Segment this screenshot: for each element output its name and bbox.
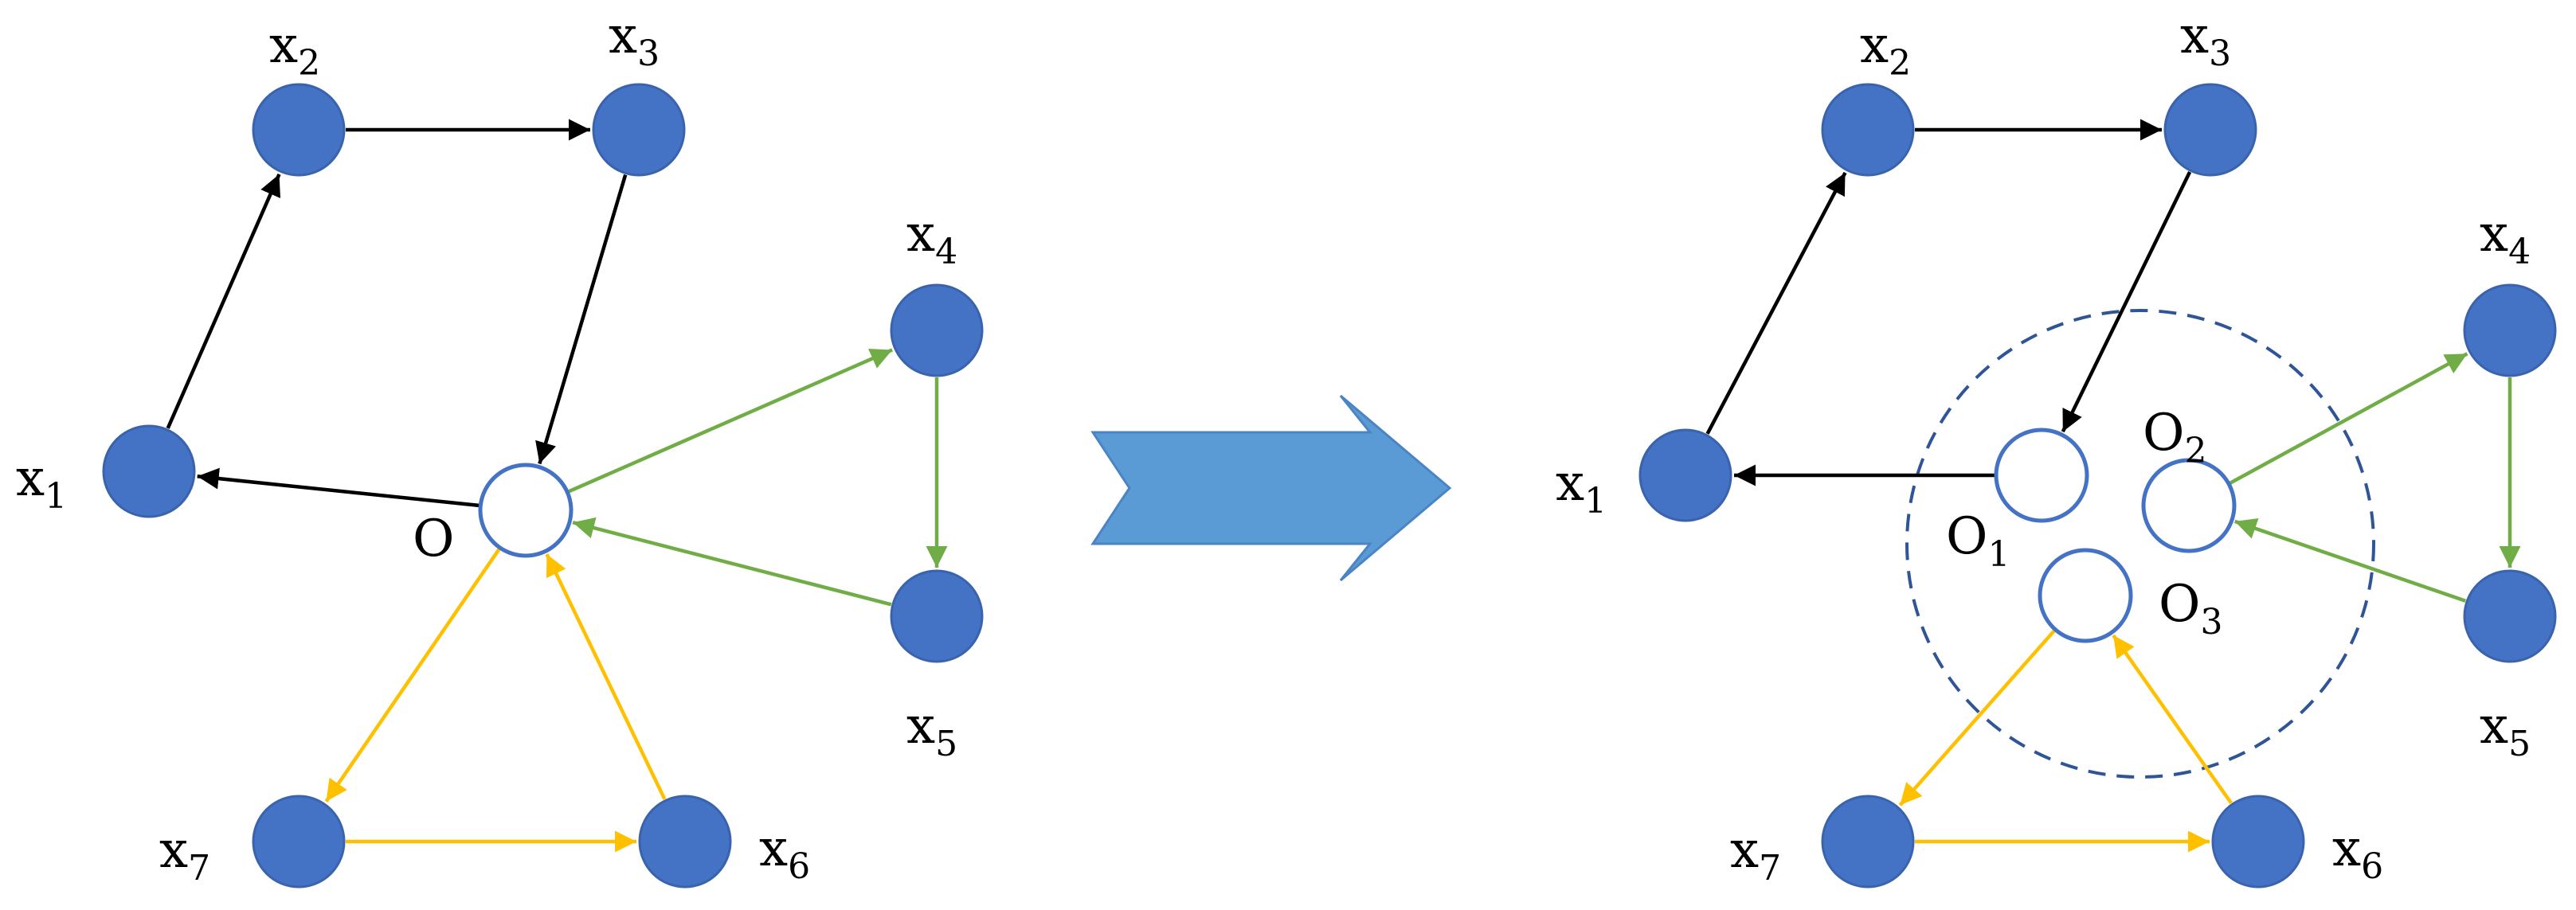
node-O bbox=[478, 463, 574, 558]
node-label-x1: x1 bbox=[1556, 454, 1607, 521]
diagram-before-labels: x1 x2 x3 x4 x5 x6 x7 O bbox=[16, 6, 957, 889]
node-label-O: O bbox=[413, 510, 454, 568]
node-x5 bbox=[890, 569, 984, 663]
node-x2 bbox=[1821, 83, 1915, 177]
node-label-x2: x2 bbox=[1860, 16, 1911, 84]
node-x3 bbox=[592, 83, 686, 177]
node-label-x4: x4 bbox=[906, 205, 957, 272]
node-x4 bbox=[890, 283, 984, 377]
node-O1 bbox=[1994, 428, 2089, 523]
node-label-x7: x7 bbox=[159, 821, 210, 889]
node-x3 bbox=[2163, 83, 2257, 177]
edge-O-to-x1 bbox=[197, 467, 480, 508]
split-group-dashed-circle bbox=[1905, 309, 2375, 779]
node-x5 bbox=[2463, 569, 2557, 663]
node-label-x2: x2 bbox=[269, 16, 320, 84]
node-label-O1: O1 bbox=[1946, 507, 2010, 575]
edge-x1-to-x2 bbox=[166, 173, 281, 429]
node-x1 bbox=[1638, 428, 1732, 522]
diagram-before-edges bbox=[166, 119, 948, 853]
edge-x5-to-O2 bbox=[2233, 517, 2466, 603]
node-label-x6: x6 bbox=[759, 819, 810, 887]
diagram-after-edges bbox=[1705, 119, 2521, 853]
edge-x6-to-O3 bbox=[2112, 634, 2233, 805]
transition-arrow-icon bbox=[1090, 394, 1452, 582]
node-label-x6: x6 bbox=[2332, 819, 2383, 887]
node-label-x1: x1 bbox=[16, 449, 67, 517]
edge-x3-to-O1 bbox=[2061, 171, 2192, 433]
node-x6 bbox=[638, 795, 732, 889]
node-label-O3: O3 bbox=[2159, 575, 2222, 642]
node-label-x3: x3 bbox=[609, 6, 660, 74]
edge-O-to-x4 bbox=[568, 348, 894, 494]
diagram-after-nodes bbox=[1638, 83, 2557, 889]
diagram-before: x1 x2 x3 x4 x5 x6 x7 O bbox=[16, 6, 984, 889]
edge-x6-to-O bbox=[545, 553, 667, 800]
edge-O2-to-x4 bbox=[2229, 352, 2468, 485]
node-label-x5: x5 bbox=[2480, 697, 2531, 764]
node-label-x5: x5 bbox=[906, 697, 957, 764]
node-x6 bbox=[2211, 795, 2305, 889]
node-x7 bbox=[1821, 795, 1915, 889]
node-label-x3: x3 bbox=[2180, 6, 2231, 74]
node-label-O2: O2 bbox=[2143, 404, 2206, 471]
node-label-x4: x4 bbox=[2480, 205, 2531, 272]
node-x1 bbox=[102, 424, 196, 518]
diagram-before-nodes bbox=[102, 83, 984, 889]
node-label-x7: x7 bbox=[1730, 821, 1781, 889]
node-O2 bbox=[2141, 458, 2237, 553]
edge-x3-to-O bbox=[535, 174, 628, 465]
node-O3 bbox=[2038, 548, 2133, 643]
node-x4 bbox=[2463, 283, 2557, 377]
edge-O3-to-x7 bbox=[1898, 629, 2056, 807]
node-x7 bbox=[252, 795, 346, 889]
edge-O-to-x7 bbox=[324, 548, 501, 803]
node-x2 bbox=[252, 83, 346, 177]
edge-x5-to-O bbox=[572, 517, 892, 607]
edge-x1-to-x2 bbox=[1705, 171, 1847, 435]
